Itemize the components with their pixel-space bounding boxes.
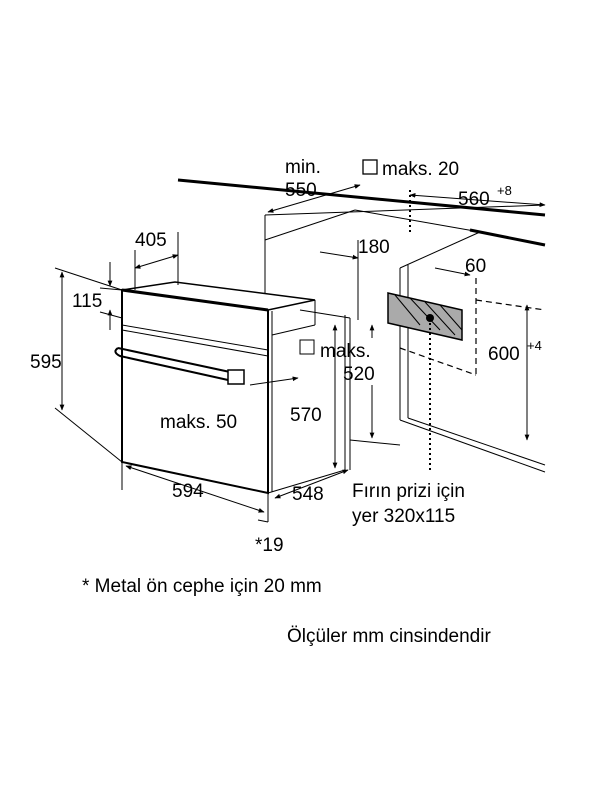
label-min: min. [285,157,321,178]
label-594: 594 [172,481,204,502]
socket-area [387,190,546,470]
cabinet-outline [177,178,546,473]
label-560-tolerance: +8 [497,183,512,198]
label-180: 180 [358,237,390,258]
label-600: 600 [488,344,520,365]
label-560: 560 [458,189,490,210]
label-60: 60 [465,256,486,277]
label-maks-50: maks. 50 [160,412,237,433]
note-units: Ölçüler mm cinsindendir [287,626,491,647]
label-570: 570 [290,405,322,426]
oven-body [114,281,346,495]
label-maks-520-b: 520 [343,364,375,385]
label-maks-20: maks. 20 [382,159,459,180]
note-metal-front: * Metal ön cephe için 20 mm [82,576,322,597]
label-maks-520-a: maks. [320,341,371,362]
label-600-tolerance: +4 [527,338,542,353]
square-symbol-icon [362,159,378,175]
dimension-lines [54,184,546,523]
dimension-labels: min. 550 maks. 20 560 +8 405 180 60 115 … [30,157,542,556]
label-socket-b: yer 320x115 [352,506,455,527]
label-115: 115 [72,291,102,312]
label-405: 405 [135,230,167,251]
label-548: 548 [292,484,324,505]
label-19: *19 [255,535,284,556]
label-550: 550 [285,180,317,201]
label-595: 595 [30,352,62,373]
label-socket-a: Fırın prizi için [352,481,465,502]
